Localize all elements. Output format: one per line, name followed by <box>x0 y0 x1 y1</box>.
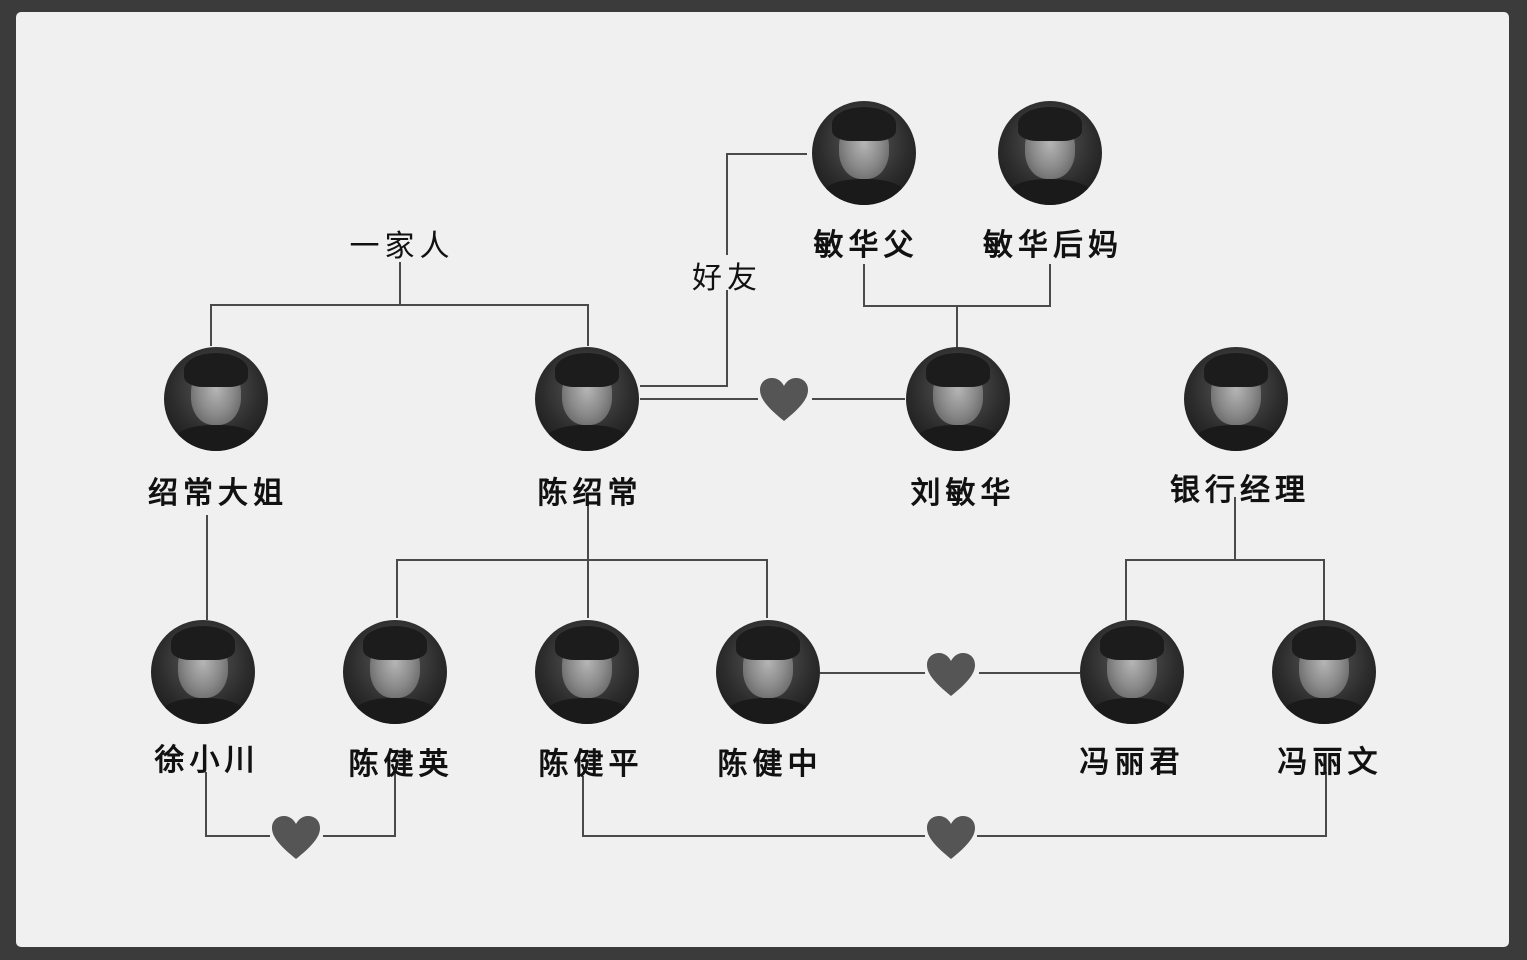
couple4-line-a <box>582 776 925 837</box>
avatar-shaochang-sister[interactable] <box>164 347 268 451</box>
heart-icon <box>927 653 975 696</box>
avatar-chen-jianping[interactable] <box>535 620 639 724</box>
avatar-xu-xiaochuan[interactable] <box>151 620 255 724</box>
avatar-feng-liwen[interactable] <box>1272 620 1376 724</box>
avatar-minhua-stepmother[interactable] <box>998 101 1102 205</box>
name-label-feng-lijun: 冯丽君 <box>1079 745 1185 780</box>
name-label-chen-jianying: 陈健英 <box>348 747 454 782</box>
avatar-chen-shaochang[interactable] <box>535 347 639 451</box>
avatar-chen-jianzhong[interactable] <box>716 620 820 724</box>
diagram-panel <box>16 12 1509 947</box>
avatar-chen-jianying[interactable] <box>343 620 447 724</box>
name-label-bank-manager: 银行经理 <box>1170 473 1310 508</box>
name-label-minhua-father: 敏华父 <box>813 228 919 263</box>
avatar-feng-lijun[interactable] <box>1080 620 1184 724</box>
avatar-minhua-father[interactable] <box>812 101 916 205</box>
name-label-feng-liwen: 冯丽文 <box>1277 745 1383 780</box>
name-label-chen-jianzhong: 陈健中 <box>717 747 823 782</box>
couple4-line-b <box>977 772 1327 837</box>
name-label-chen-shaochang: 陈绍常 <box>537 476 643 511</box>
name-label-liu-minhua: 刘敏华 <box>910 476 1016 511</box>
name-label-chen-jianping: 陈健平 <box>538 747 644 782</box>
couple3-line-b <box>323 772 396 837</box>
heart-icon <box>927 816 975 859</box>
couple3-line-a <box>205 772 270 837</box>
relation-label-family: 一家人 <box>349 229 455 264</box>
avatar-bank-manager[interactable] <box>1184 347 1288 451</box>
friends-line-bottom <box>640 290 728 387</box>
relation-label-friends: 好友 <box>692 261 762 296</box>
parents-bracket-line <box>863 264 1051 307</box>
chen-children-bracket <box>396 559 768 618</box>
heart-icon <box>760 378 808 421</box>
bank-children-bracket <box>1125 559 1325 620</box>
name-label-shaochang-sister: 绍常大姐 <box>148 476 288 511</box>
friends-line-top <box>726 153 807 255</box>
name-label-xu-xiaochuan: 徐小川 <box>154 743 260 778</box>
family-bracket-line <box>210 304 589 346</box>
heart-icon <box>272 816 320 859</box>
avatar-liu-minhua[interactable] <box>906 347 1010 451</box>
name-label-minhua-stepmother: 敏华后妈 <box>983 228 1123 263</box>
